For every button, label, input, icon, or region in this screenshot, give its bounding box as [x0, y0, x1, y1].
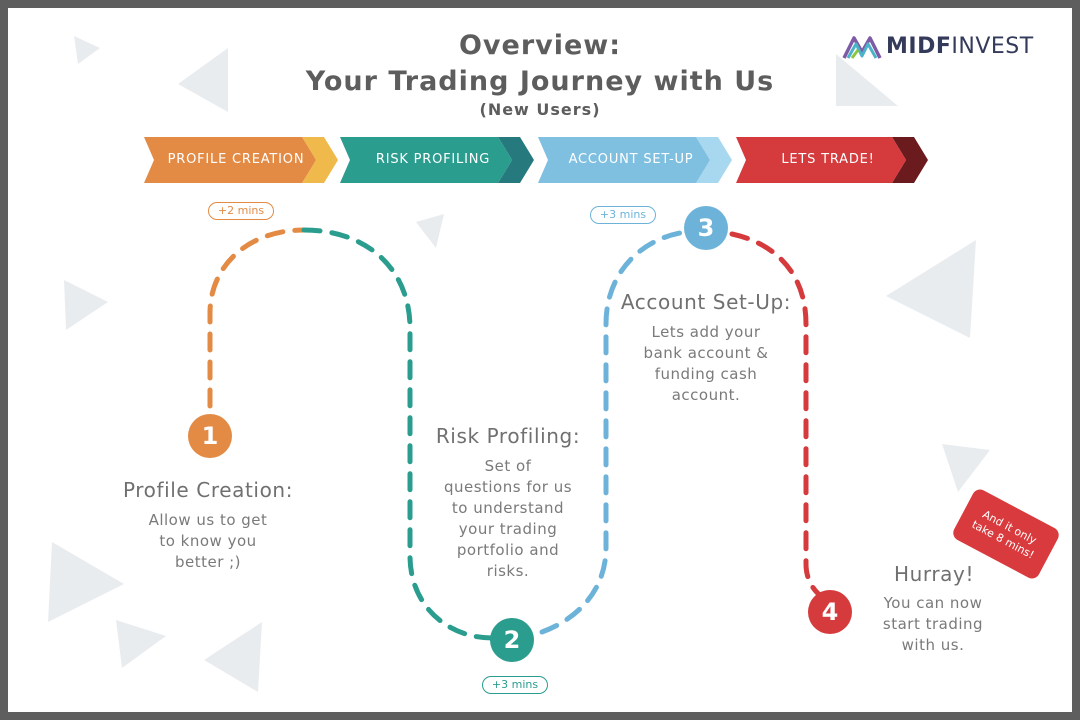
step-node-3 — [684, 206, 728, 250]
stage-label-risk-profiling: RISK PROFILING — [375, 152, 491, 167]
logo-mark-icon — [842, 36, 882, 59]
logo-brand-light: INVEST — [951, 34, 1034, 59]
infographic-frame: Overview: Your Trading Journey with Us (… — [8, 8, 1072, 712]
bg-triangle — [836, 54, 898, 106]
bg-triangle — [64, 280, 108, 330]
path-segment-account — [539, 229, 689, 635]
step-node-1 — [188, 414, 232, 458]
title-subtitle: (New Users) — [479, 100, 601, 119]
step-number-2: 2 — [503, 626, 521, 654]
stage-arrow-tip — [892, 137, 928, 183]
stage-label-profile-creation: PROFILE CREATION — [167, 152, 305, 167]
stage-arrow-tip — [498, 137, 534, 183]
step-desc-profile-creation: Allow us to get to know you better ;) — [148, 511, 268, 571]
time-badge-account: +3 mins — [590, 206, 656, 224]
time-badge-risk: +3 mins — [482, 676, 548, 694]
step-title-profile-creation: Profile Creation: — [122, 478, 294, 502]
stage-arrows — [144, 137, 928, 662]
midf-invest-logo: MIDFINVEST — [842, 30, 1052, 64]
step-title-hurray: Hurray! — [893, 562, 975, 586]
step-number-3: 3 — [697, 214, 715, 242]
step-desc-account-set-up: Lets add your bank account & funding cas… — [643, 323, 769, 404]
bg-triangle — [886, 240, 976, 338]
step-title-risk-profiling: Risk Profiling: — [435, 424, 581, 448]
time-badge-profile: +2 mins — [208, 202, 274, 220]
step-number-1: 1 — [201, 422, 219, 450]
stage-label-account-set-up: ACCOUNT SET-UP — [568, 152, 694, 167]
bg-triangle — [416, 214, 444, 248]
path-segment-trade — [729, 231, 827, 601]
step-desc-risk-profiling: Set of questions for us to understand yo… — [443, 457, 573, 580]
bg-triangle — [178, 48, 228, 112]
stage-arrow-tip — [302, 137, 338, 183]
path-segment-risk — [301, 227, 495, 641]
logo-brand-bold: MIDF — [886, 34, 952, 59]
title-line-1: Overview: — [458, 30, 622, 61]
step-number-4: 4 — [821, 598, 839, 626]
background-triangles — [48, 36, 990, 692]
bg-triangle — [942, 444, 990, 492]
step-node-2 — [490, 618, 534, 662]
stage-arrow-tip — [696, 137, 732, 183]
step-title-account-set-up: Account Set-Up: — [620, 290, 792, 314]
title-line-2: Your Trading Journey with Us — [305, 66, 775, 97]
path-segment-profile — [207, 227, 307, 409]
stage-arrow-risk-profiling — [340, 137, 512, 183]
bg-triangle — [116, 620, 166, 668]
step-node-4 — [808, 590, 852, 634]
stage-arrow-account-set-up — [538, 137, 710, 183]
bg-triangle — [74, 36, 100, 64]
step-desc-hurray: You can now start trading with us. — [882, 594, 984, 654]
stage-label-lets-trade: LETS TRADE! — [781, 152, 875, 167]
bg-triangle — [48, 542, 124, 622]
logo-text: MIDFINVEST — [886, 34, 1034, 59]
bg-triangle — [204, 622, 262, 692]
stage-arrow-profile-creation — [144, 137, 316, 183]
stage-arrow-lets-trade — [736, 137, 906, 183]
